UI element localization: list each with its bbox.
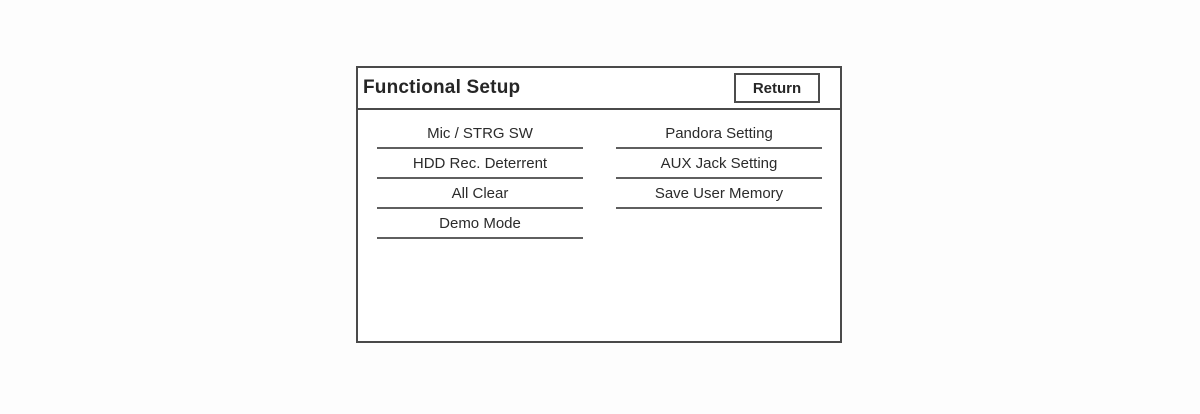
page-title: Functional Setup <box>363 77 521 98</box>
functional-setup-panel: Functional Setup Return Mic / STRG SW HD… <box>356 66 842 343</box>
menu-item-save-user-memory[interactable]: Save User Memory <box>616 179 822 209</box>
return-button[interactable]: Return <box>734 73 820 103</box>
menu-item-aux-jack-setting[interactable]: AUX Jack Setting <box>616 149 822 179</box>
menu-column-right: Pandora Setting AUX Jack Setting Save Us… <box>616 119 822 209</box>
menu-column-left: Mic / STRG SW HDD Rec. Deterrent All Cle… <box>377 119 583 239</box>
panel-header: Functional Setup Return <box>358 68 840 110</box>
menu-item-pandora-setting[interactable]: Pandora Setting <box>616 119 822 149</box>
menu-item-demo-mode[interactable]: Demo Mode <box>377 209 583 239</box>
menu-item-mic-strg-sw[interactable]: Mic / STRG SW <box>377 119 583 149</box>
menu-item-hdd-rec-deterrent[interactable]: HDD Rec. Deterrent <box>377 149 583 179</box>
menu-item-all-clear[interactable]: All Clear <box>377 179 583 209</box>
panel-body: Mic / STRG SW HDD Rec. Deterrent All Cle… <box>358 110 840 339</box>
